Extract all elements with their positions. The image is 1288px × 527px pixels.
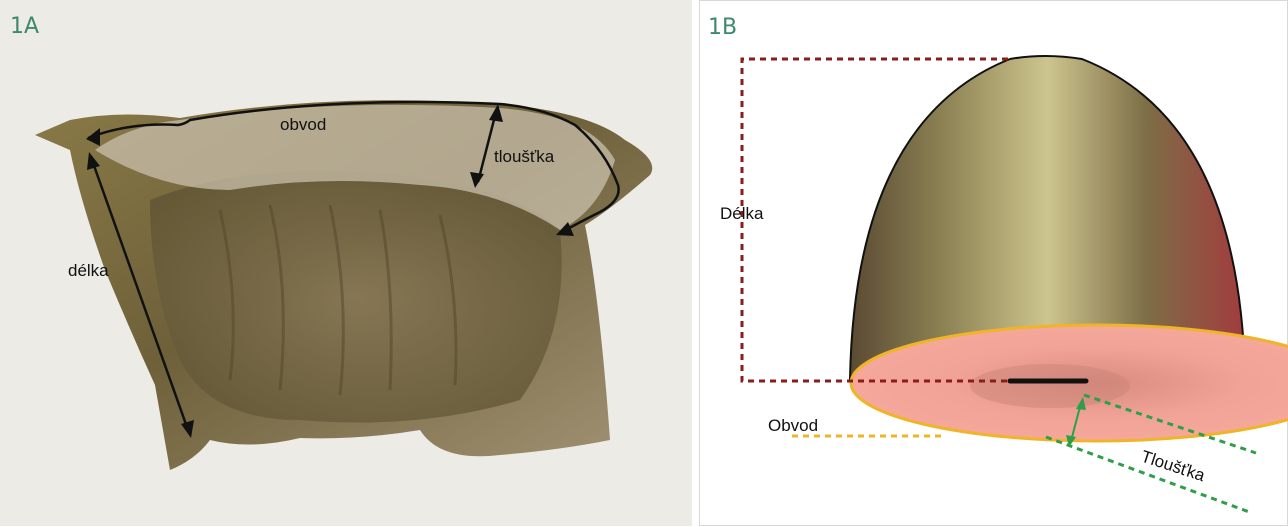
panel-b-label: 1B: [708, 15, 737, 40]
specimen-photo-graphic: obvod tloušťka délka: [0, 0, 692, 526]
panel-a-label: 1A: [10, 14, 39, 39]
schematic-graphic: Délka Obvod Tloušťka: [700, 1, 1288, 527]
annotation-circumference: Obvod: [768, 416, 818, 435]
panel-a-photo: obvod tloušťka délka 1A: [0, 0, 692, 526]
annotation-thickness: tloušťka: [494, 147, 555, 166]
annotation-length: délka: [68, 261, 109, 280]
annotation-thickness: Tloušťka: [1139, 447, 1208, 486]
specimen-inner-surface: [150, 171, 562, 423]
panel-b-diagram: Délka Obvod Tloušťka 1B: [699, 0, 1288, 526]
annotation-length: Délka: [720, 204, 764, 223]
annotation-circumference: obvod: [280, 115, 326, 134]
